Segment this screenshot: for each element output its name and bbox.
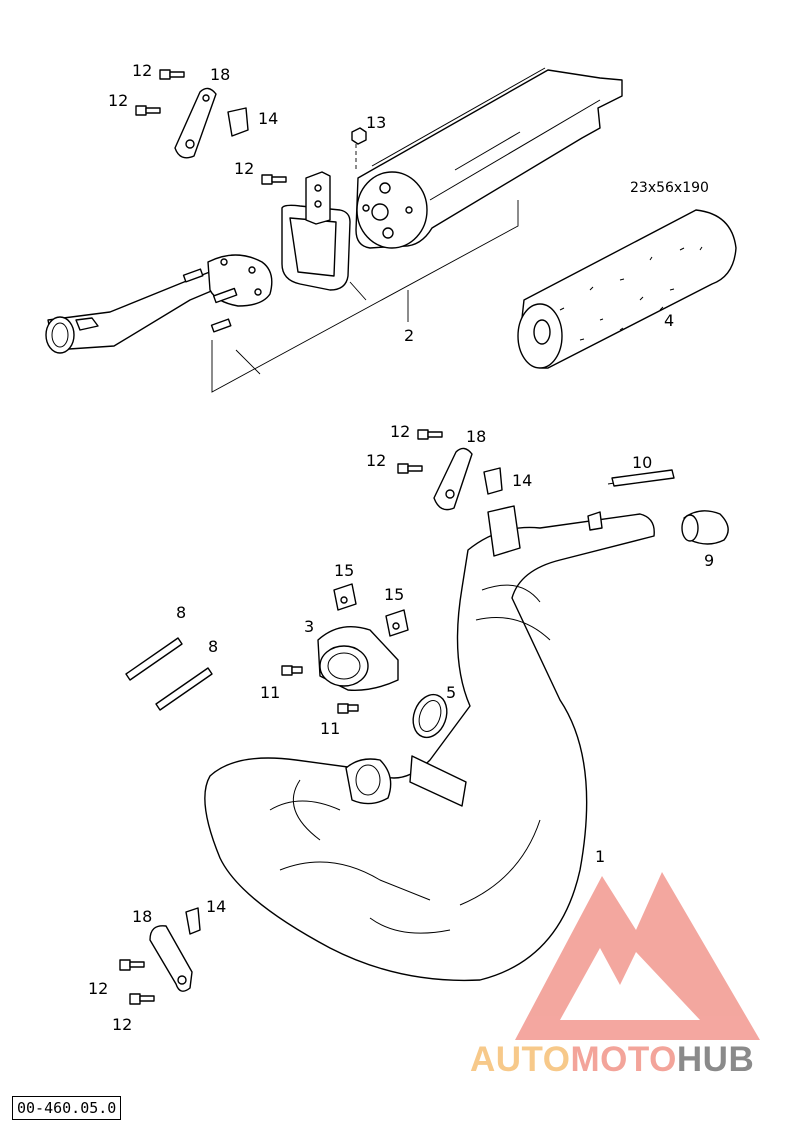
callout-15-a: 15: [334, 561, 354, 580]
flange-3: [317, 626, 399, 691]
bolt-12-d: [417, 429, 443, 440]
bolt-12-f: [119, 959, 145, 971]
callout-12-c: 12: [234, 159, 254, 178]
callout-12-d: 12: [390, 422, 410, 441]
bracket-18-top: [174, 87, 217, 159]
callout-10: 10: [632, 453, 652, 472]
watermark-text: AUTOMOTOHUB: [470, 1040, 754, 1080]
callout-8-a: 8: [176, 603, 186, 622]
watermark-logo: [515, 872, 760, 1040]
watermark-moto: MOTO: [570, 1040, 677, 1079]
callout-12-e: 12: [366, 451, 386, 470]
callout-18-c: 18: [132, 907, 152, 926]
diagram-code: 00-460.05.0: [12, 1096, 122, 1120]
header-pipe-upper: [45, 254, 273, 354]
silencer: [355, 67, 623, 249]
bolt-12-g: [129, 993, 155, 1005]
tab-15-b: [385, 609, 409, 637]
bracket-18-mid: [433, 447, 473, 511]
silencer-packing: [517, 209, 737, 369]
bracket-18-bottom: [149, 925, 193, 992]
callout-9: 9: [704, 551, 714, 570]
bolt-12-c: [261, 174, 287, 185]
callout-4: 4: [664, 311, 674, 330]
assembly-bracket-2: [211, 200, 519, 393]
callout-14-c: 14: [206, 897, 226, 916]
clip-14-mid: [483, 467, 503, 495]
callout-5: 5: [446, 683, 456, 702]
callout-3: 3: [304, 617, 314, 636]
watermark-auto: AUTO: [470, 1040, 571, 1079]
spring-10: [607, 469, 675, 487]
callout-11-b: 11: [320, 719, 340, 738]
callout-14-a: 14: [258, 109, 278, 128]
bolt-12-b: [135, 105, 161, 116]
callout-12-b: 12: [108, 91, 128, 110]
clip-14-top: [227, 107, 249, 137]
grommet-9: [681, 510, 729, 545]
studs: [182, 268, 238, 333]
dimension-label: 23x56x190: [630, 180, 709, 196]
bolt-11-b: [337, 703, 359, 714]
callout-14-b: 14: [512, 471, 532, 490]
spring-8-a: [125, 637, 183, 681]
bolt-12-a: [159, 69, 185, 80]
clamp-strap: [281, 171, 351, 291]
callout-12-a: 12: [132, 61, 152, 80]
tab-15-a: [333, 583, 357, 611]
callout-8-b: 8: [208, 637, 218, 656]
callout-2: 2: [404, 326, 414, 345]
expansion-chamber: [204, 505, 655, 982]
spring-8-b: [155, 667, 213, 711]
clip-14-bottom: [185, 907, 201, 935]
callout-15-b: 15: [384, 585, 404, 604]
callout-12-f: 12: [88, 979, 108, 998]
callout-11-a: 11: [260, 683, 280, 702]
bolt-11-a: [281, 665, 303, 676]
nut-13: [351, 127, 367, 170]
gasket-5: [412, 693, 448, 739]
callout-12-g: 12: [112, 1015, 132, 1034]
callout-18-a: 18: [210, 65, 230, 84]
callout-18-b: 18: [466, 427, 486, 446]
bolt-12-e: [397, 463, 423, 474]
callout-1: 1: [595, 847, 605, 866]
callout-13: 13: [366, 113, 386, 132]
watermark-hub: HUB: [676, 1040, 755, 1079]
